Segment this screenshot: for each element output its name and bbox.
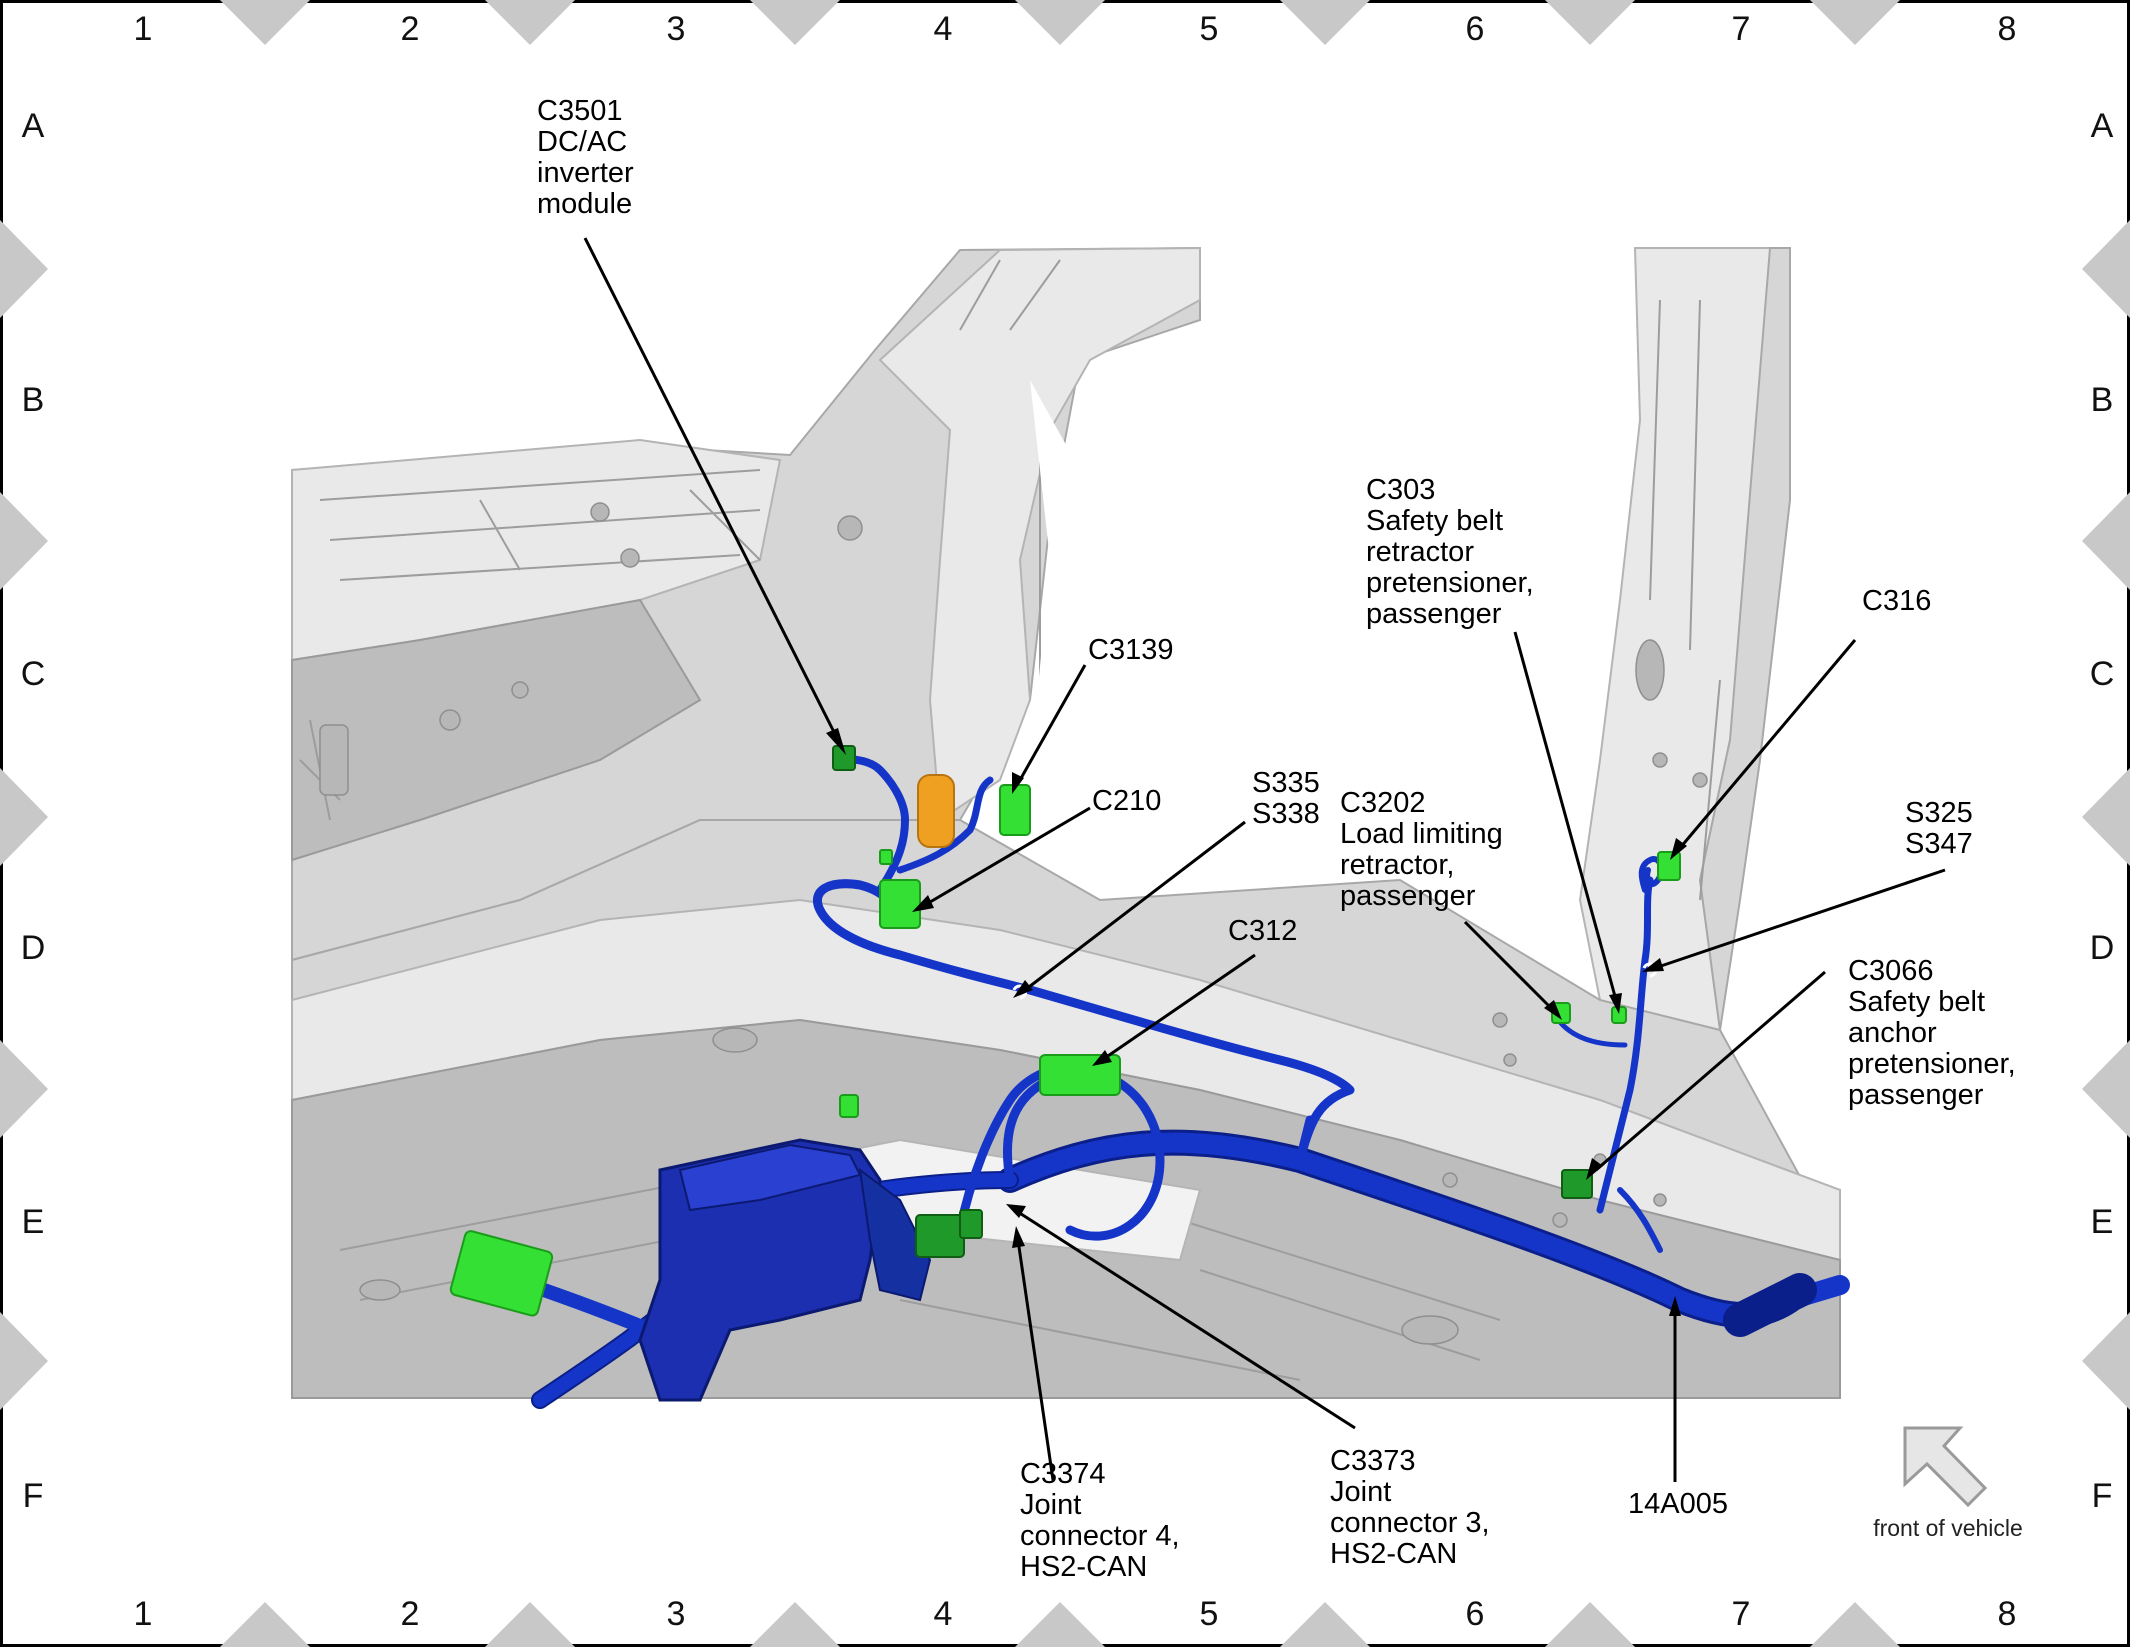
callout-c3202: C3202 Load limiting retractor, passenger [1340, 787, 1511, 912]
callout-c303: C303 Safety belt retractor pretensioner,… [1366, 474, 1542, 630]
leader-lines [583, 237, 1946, 1482]
connector-c312 [1039, 1054, 1121, 1096]
callout-s325-s347: S325 S347 [1905, 797, 1981, 860]
callout-c312: C312 [1228, 915, 1297, 947]
grid-column-label: 3 [667, 10, 686, 48]
grid-row-label: B [22, 381, 45, 419]
callout-c3501: C3501 DC/AC inverter module [537, 95, 642, 220]
front-direction-arrow-icon [1903, 1426, 1988, 1508]
grid-column-label: 4 [934, 10, 953, 48]
grid-column-labels-top: 1 2 3 4 5 6 7 8 [134, 10, 2017, 48]
connector-c3373 [959, 1209, 983, 1239]
grid-column-label: 5 [1200, 1595, 1219, 1633]
grid-row-label: D [2090, 929, 2115, 967]
callout-c3066: C3066 Safety belt anchor pretensioner, p… [1848, 955, 2024, 1111]
grid-column-label: 1 [134, 1595, 153, 1633]
connector-small-c210-aux [879, 849, 893, 865]
callout-s335-s338: S335 S338 [1252, 767, 1328, 830]
front-of-vehicle-label: front of vehicle [1873, 1515, 2023, 1541]
grid-row-labels-right: A B C D E F [2090, 107, 2115, 1515]
grid-column-label: 7 [1732, 1595, 1751, 1633]
callout-c3373: C3373 Joint connector 3, HS2-CAN [1330, 1445, 1498, 1570]
grid-column-label: 6 [1466, 10, 1485, 48]
grid-column-label: 8 [1998, 10, 2017, 48]
grid-row-label: C [2090, 655, 2115, 693]
connector-c210 [879, 879, 921, 929]
grid-row-label: C [21, 655, 46, 693]
grid-row-label: E [2091, 1203, 2114, 1241]
grid-row-label: B [2091, 381, 2114, 419]
front-of-vehicle-indicator: front of vehicle [1873, 1426, 2023, 1541]
grid-row-labels-left: A B C D E F [21, 107, 46, 1515]
grid-row-label: A [22, 107, 45, 145]
grid-column-labels-bottom: 1 2 3 4 5 6 7 8 [134, 1595, 2017, 1633]
connector-c3374 [915, 1214, 965, 1258]
grid-column-label: 2 [401, 10, 420, 48]
grid-column-label: 6 [1466, 1595, 1485, 1633]
grid-column-label: 1 [134, 10, 153, 48]
grid-row-label: D [21, 929, 46, 967]
grid-column-label: 5 [1200, 10, 1219, 48]
grid-row-label: E [22, 1203, 45, 1241]
connector-left-floor [449, 1230, 554, 1317]
callout-c210: C210 [1092, 785, 1161, 817]
grid-column-label: 8 [1998, 1595, 2017, 1633]
connector-c3139 [999, 784, 1031, 836]
connectors [449, 745, 1681, 1317]
grid-row-label: F [2092, 1477, 2113, 1515]
callout-c316: C316 [1862, 585, 1931, 617]
callout-c3139: C3139 [1088, 634, 1173, 666]
grid-column-label: 7 [1732, 10, 1751, 48]
callout-c3374: C3374 Joint connector 4, HS2-CAN [1020, 1458, 1188, 1583]
grid-column-label: 4 [934, 1595, 953, 1633]
connector-c3501 [832, 745, 856, 771]
grid-column-label: 2 [401, 1595, 420, 1633]
grid-column-label: 3 [667, 1595, 686, 1633]
connector-c316 [1657, 851, 1681, 881]
grid-row-label: A [2091, 107, 2114, 145]
callout-labels: C3501 DC/AC inverter module C3139 C210 S… [537, 95, 2024, 1583]
connector-c3066 [1561, 1169, 1593, 1199]
callout-14a005: 14A005 [1628, 1488, 1728, 1520]
dc-ac-inverter-module [917, 774, 955, 848]
grid-row-label: F [23, 1477, 44, 1515]
connector-floor-pin [839, 1094, 859, 1118]
